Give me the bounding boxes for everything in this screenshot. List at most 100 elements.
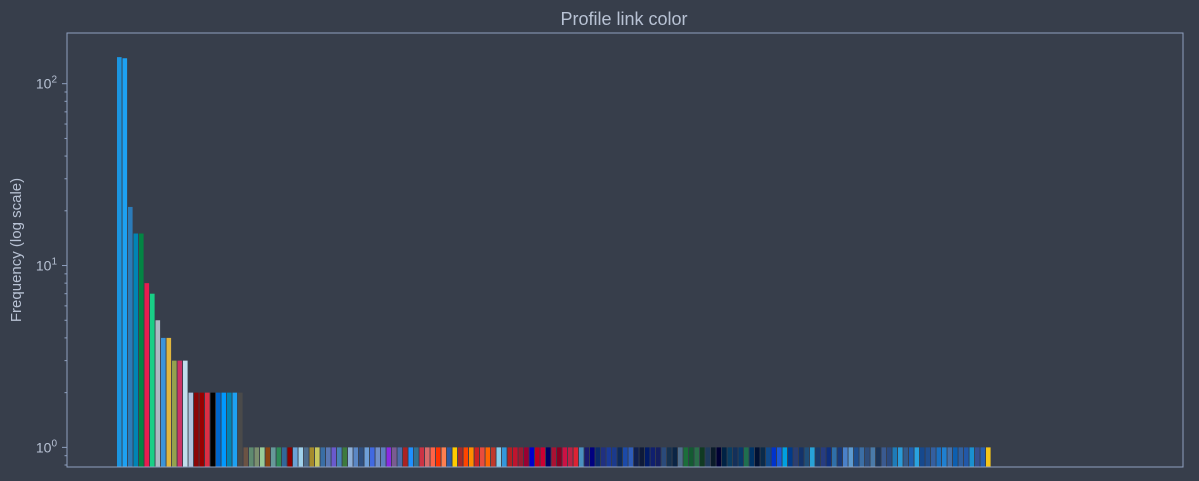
bar (221, 392, 227, 467)
bar (331, 447, 337, 467)
bar (909, 447, 914, 467)
bar (166, 337, 172, 467)
bar (122, 58, 128, 467)
bar (386, 447, 392, 467)
bar (243, 447, 249, 467)
bar (315, 447, 320, 467)
bar (480, 447, 485, 467)
bar (518, 447, 524, 467)
bar (606, 447, 612, 467)
bar (914, 447, 920, 467)
plot-frame (66, 32, 1184, 468)
bar (590, 447, 595, 467)
bar (826, 447, 832, 467)
bar (133, 233, 139, 467)
bar (975, 447, 980, 467)
bar (870, 447, 876, 467)
bar (199, 392, 205, 467)
bar (859, 447, 865, 467)
bar (936, 447, 942, 467)
bar (804, 447, 810, 467)
bar (254, 447, 260, 467)
bar (276, 447, 282, 467)
bar (304, 447, 309, 467)
bar (788, 447, 793, 467)
bar (964, 447, 969, 467)
bar (150, 293, 155, 467)
bar (474, 447, 480, 467)
bar (755, 447, 760, 467)
bar (645, 447, 650, 467)
bar (397, 447, 403, 467)
bar (793, 447, 799, 467)
bar (843, 447, 848, 467)
bar (238, 392, 243, 467)
bar (535, 447, 540, 467)
bar (557, 447, 562, 467)
bar (727, 447, 733, 467)
bar (524, 447, 529, 467)
bar (573, 447, 579, 467)
bar (496, 447, 502, 467)
bar (958, 447, 964, 467)
bar (177, 360, 183, 467)
bar (612, 447, 617, 467)
bar (375, 447, 381, 467)
bar (326, 447, 331, 467)
bar (419, 447, 425, 467)
bar (925, 447, 931, 467)
bar (210, 392, 216, 467)
bar (155, 320, 161, 467)
bar (898, 447, 903, 467)
bar (161, 337, 166, 467)
bar (887, 447, 892, 467)
bar (738, 447, 744, 467)
bar (672, 447, 678, 467)
bar (595, 447, 601, 467)
bar (414, 447, 419, 467)
chart-title: Profile link color (560, 9, 687, 29)
bar (232, 392, 238, 467)
bar (370, 447, 375, 467)
bar (782, 447, 788, 467)
bar (810, 447, 815, 467)
bar (436, 447, 441, 467)
bar (381, 447, 386, 467)
bar (452, 447, 458, 467)
y-tick-label: 100 (36, 438, 58, 455)
bar (183, 360, 188, 467)
bar (771, 447, 777, 467)
bar (188, 392, 194, 467)
bar (848, 447, 854, 467)
bar (216, 392, 221, 467)
bar (491, 447, 496, 467)
bar (139, 233, 144, 467)
bar (969, 447, 975, 467)
y-tick-label: 101 (36, 257, 58, 274)
bar (667, 447, 672, 467)
bar (364, 447, 370, 467)
bar (584, 447, 590, 467)
bar (766, 447, 771, 467)
bar (540, 447, 546, 467)
bar (799, 447, 804, 467)
bar (903, 447, 909, 467)
bar (628, 447, 634, 467)
bar (980, 447, 986, 467)
bar (920, 447, 925, 467)
bar (678, 447, 683, 467)
bar (348, 447, 353, 467)
bar (694, 447, 700, 467)
bar (320, 447, 326, 467)
bar (579, 447, 584, 467)
bar (892, 447, 898, 467)
bar (309, 447, 315, 467)
bar (689, 447, 694, 467)
bar (865, 447, 870, 467)
bar (881, 447, 887, 467)
bar (441, 447, 447, 467)
bar (430, 447, 436, 467)
bar (425, 447, 430, 467)
